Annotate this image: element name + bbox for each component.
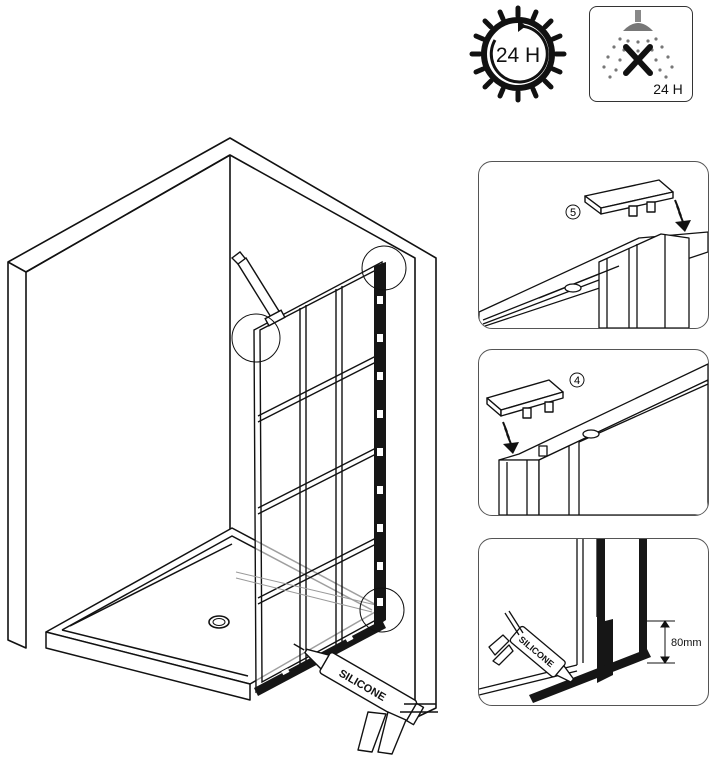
stabiliser-bar <box>230 251 286 327</box>
cure-timer-icon: 24 H <box>465 4 571 104</box>
detail-panel-end-cap-left: 4 <box>478 349 709 516</box>
cure-timer-label: 24 H <box>496 44 540 67</box>
no-shower-label: 24 H <box>653 81 683 97</box>
down-arrow-icon <box>674 199 691 232</box>
height-dimension <box>647 620 675 664</box>
silicone-gun: SILICONE <box>488 610 575 683</box>
wall-profile <box>374 262 386 628</box>
shower-installation-illustration: SILICONE <box>0 130 460 761</box>
glass-panel <box>253 260 383 694</box>
step-number-4: 4 <box>574 375 580 387</box>
wall-profile-section <box>498 363 708 515</box>
step-number-5: 5 <box>570 207 576 219</box>
down-arrow-icon <box>502 421 519 454</box>
detail-panel-silicone-seal: 80mm SILICONE <box>478 538 709 706</box>
no-shower-icon: 24 H <box>589 6 693 102</box>
drain-icon <box>208 615 230 629</box>
detail-circle-top-left <box>231 313 281 363</box>
shower-walls <box>7 137 437 719</box>
detail-circle-bottom <box>359 587 405 633</box>
wall-profile-section <box>529 539 651 703</box>
detail-panel-end-cap-right: 5 <box>478 161 709 329</box>
height-label: 80mm <box>671 637 702 649</box>
wall-profile-section <box>479 231 708 328</box>
end-cap <box>584 179 674 217</box>
detail-circle-top-right <box>361 245 407 291</box>
end-cap <box>486 379 564 419</box>
